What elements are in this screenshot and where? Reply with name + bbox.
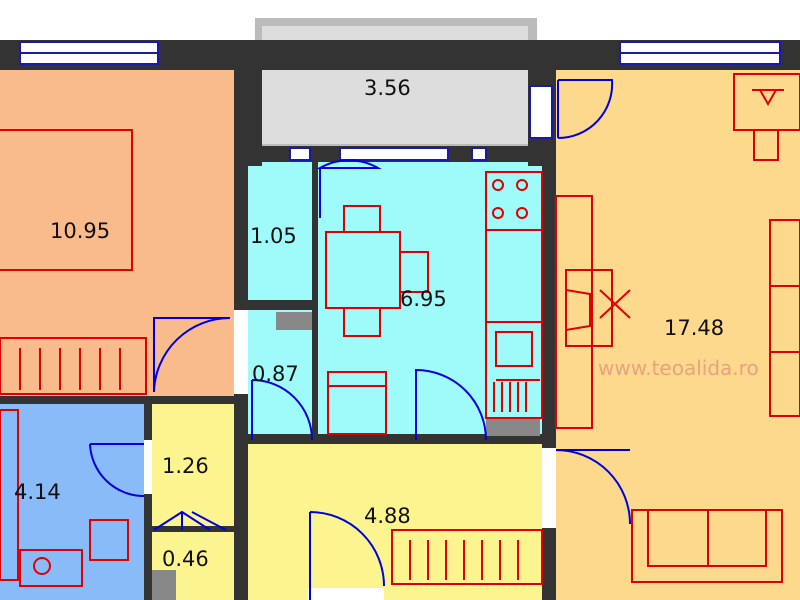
area-label-hall-small: 1.26 xyxy=(162,454,209,478)
bathroom-floor xyxy=(0,400,148,600)
area-label-living: 17.48 xyxy=(664,316,725,340)
area-label-hallway: 4.88 xyxy=(364,504,411,528)
door-gap-entry xyxy=(308,588,384,600)
area-label-bathroom: 4.14 xyxy=(14,480,61,504)
living-floor xyxy=(556,70,800,600)
furniture xyxy=(0,73,800,587)
bedroom-floor xyxy=(0,70,234,400)
door-gap-living xyxy=(542,448,556,528)
storage-floor xyxy=(248,310,316,440)
kitchen-floor xyxy=(316,162,542,440)
hall-small-floor xyxy=(148,400,234,530)
area-label-kitchen: 6.95 xyxy=(400,287,447,311)
area-label-wc: 0.46 xyxy=(162,547,209,571)
doors xyxy=(89,79,631,600)
area-label-bedroom: 10.95 xyxy=(50,219,111,243)
area-label-balcony: 3.56 xyxy=(364,76,411,100)
area-label-pantry: 1.05 xyxy=(250,224,297,248)
pantry-floor xyxy=(248,162,316,300)
watermark: www.teoalida.ro xyxy=(598,356,759,380)
door-gap-bedroom xyxy=(234,310,248,394)
hallway-floor xyxy=(248,440,544,600)
windows xyxy=(19,41,781,161)
door-gap-bath xyxy=(144,440,152,494)
area-label-storage: 0.87 xyxy=(252,362,299,386)
